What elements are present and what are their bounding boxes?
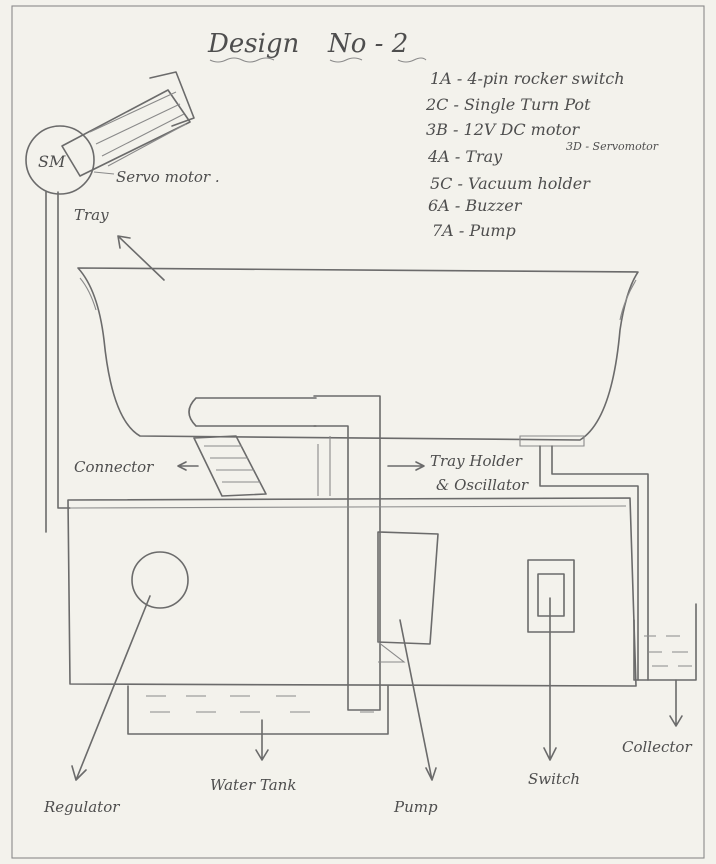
water-tank-label: Water Tank (210, 776, 296, 794)
tray-holder-label: Tray Holder (430, 452, 523, 470)
tray-arrow (118, 236, 164, 280)
legend-item: 3B - 12V DC motor (426, 120, 581, 139)
connector-label: Connector (74, 458, 154, 476)
pump-box (378, 532, 438, 644)
arm-shading (90, 92, 186, 166)
water-lines (146, 696, 374, 712)
connector-arrow (178, 462, 198, 470)
switch-label: Switch (528, 770, 580, 788)
legend-note: 3D - Servomotor (566, 140, 659, 153)
legend-item: 6A - Buzzer (428, 196, 523, 215)
legend-item: 1A - 4-pin rocker switch (430, 69, 625, 88)
collector-arrow (670, 680, 682, 726)
legend-item: 2C - Single Turn Pot (425, 95, 591, 114)
connector-shape (194, 436, 266, 496)
switch-inner (538, 574, 564, 616)
tray-holder-arrow (388, 462, 424, 470)
regulator-arrow (72, 596, 150, 780)
servo-motor-sm: SM (38, 152, 66, 171)
regulator-label: Regulator (43, 798, 120, 816)
tray-outlet (520, 436, 584, 446)
legend-item: 7A - Pump (432, 221, 516, 240)
switch-arrow (544, 598, 556, 760)
tray-bowl (78, 268, 638, 440)
pump-label: Pump (393, 798, 438, 816)
title-design: Design (207, 29, 299, 59)
water-tank-arrow (256, 720, 268, 760)
pipe-shadow (318, 436, 330, 496)
pump-pipe-horizontal (189, 398, 316, 426)
legend: 1A - 4-pin rocker switch 2C - Single Tur… (425, 69, 659, 240)
servo-arm (62, 72, 194, 176)
legend-item: 4A - Tray (427, 147, 503, 166)
title-number: No - 2 (327, 29, 408, 59)
paper-border (12, 6, 704, 858)
pump-box-shadow (378, 642, 404, 662)
switch-outer (528, 560, 574, 632)
servo-leader-line (94, 172, 114, 174)
collector-label: Collector (622, 738, 692, 756)
regulator-knob (132, 552, 188, 608)
pump-pipe-vertical (314, 396, 380, 710)
oscillator-label: & Oscillator (436, 476, 529, 494)
tray-label: Tray (74, 206, 109, 224)
collector-tank (634, 604, 696, 680)
servo-post (46, 192, 70, 532)
connector-block (194, 436, 266, 496)
tray-rim (80, 278, 636, 320)
servo-motor-label: Servo motor . (116, 168, 220, 186)
collector-water (644, 636, 692, 666)
legend-item: 5C - Vacuum holder (430, 174, 591, 193)
